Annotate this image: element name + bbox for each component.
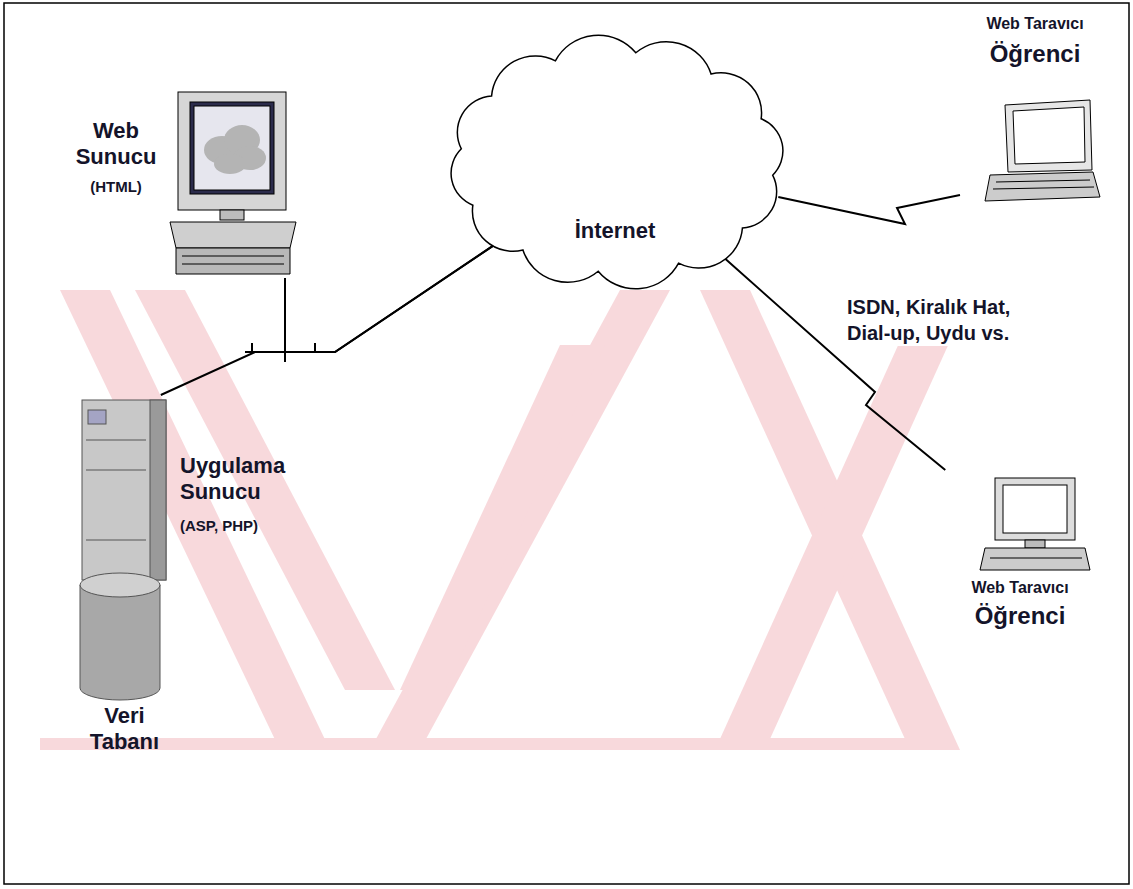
application-server-icon [82,400,166,580]
network-cable [161,245,494,395]
remote-link [778,195,960,224]
node-subtitle: Öğrenci [960,40,1110,69]
node-title: Web Taravıcı [930,578,1110,597]
client-node: Web TaravıcıÖğrenci [930,470,1114,640]
node-subtitle: (HTML) [72,178,160,196]
node-title: Uygulama Sunucu [180,453,298,506]
remote-link [723,257,945,470]
database-node: Veri Tabanı [72,567,179,762]
cloud-shape [440,30,794,295]
link-note: ISDN, Kiralık Hat, Dial-up, Uydu vs. [845,294,1049,346]
server-node: Uygulama Sunucu (ASP, PHP) [75,395,302,565]
database-cylinder [80,573,160,700]
node-title: Veri Tabanı [74,703,175,756]
frame [4,3,1129,884]
server-node: Web Sunucu (HTML) [60,88,300,278]
node-title: Web Sunucu [70,118,162,171]
node-subtitle: (ASP, PHP) [180,517,298,535]
cloud-outline [451,35,783,289]
network-cable [285,245,494,352]
watermark [40,290,960,750]
laptop-icon [985,100,1100,201]
client-node: Web TaravıcıÖğrenci [960,10,1114,210]
web-server-icon [170,92,296,274]
node-title: İnternet [440,218,790,244]
desktop-icon [980,478,1090,570]
cloud-node: İnternet [440,30,794,295]
node-subtitle: Öğrenci [930,602,1110,631]
node-title: Web Taravıcı [960,14,1110,33]
